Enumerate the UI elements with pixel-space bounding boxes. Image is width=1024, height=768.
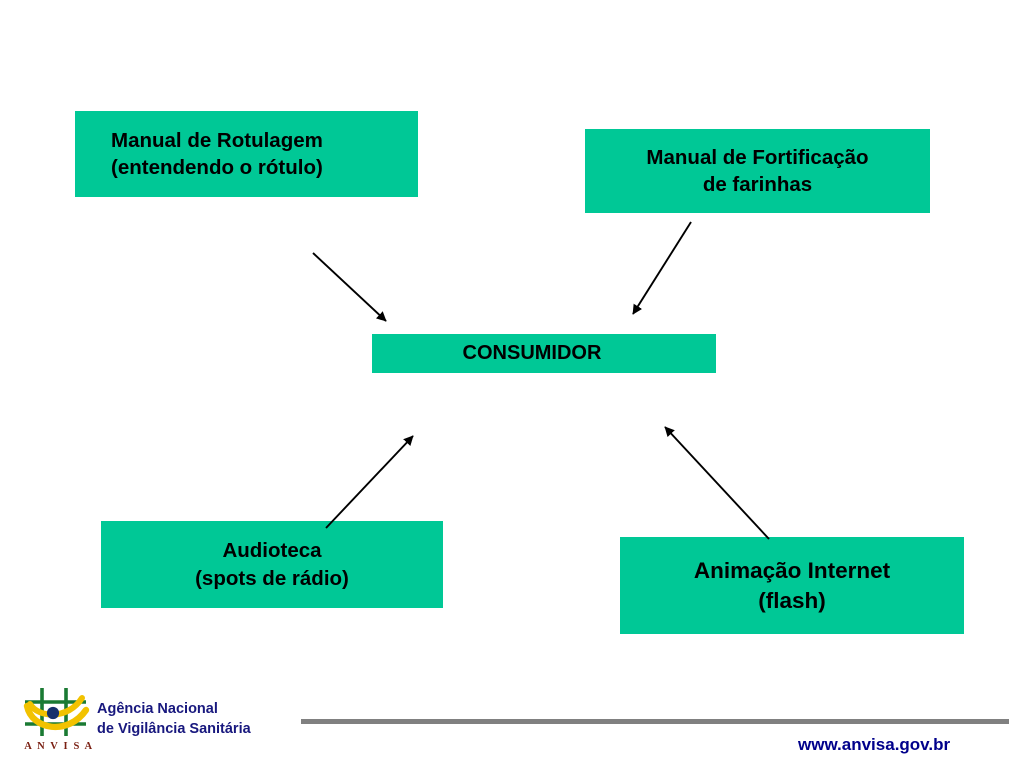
- box-manual-fortificacao-line1: Manual de Fortificação: [646, 145, 869, 169]
- anvisa-logo-wordmark: A N V I S A: [24, 741, 93, 752]
- anvisa-logo-swoosh-icon: [23, 702, 90, 730]
- footer-organization-name: Agência Nacional de Vigilância Sanitária: [97, 700, 251, 739]
- box-animacao-internet[interactable]: Animação Internet (flash): [620, 537, 964, 634]
- arrow-animacao-to-consumidor: [664, 426, 770, 540]
- box-animacao-internet-line1: Animação Internet: [693, 557, 891, 583]
- footer-org-line2: de Vigilância Sanitária: [97, 720, 251, 737]
- box-manual-fortificacao[interactable]: Manual de Fortificação de farinhas: [585, 129, 930, 213]
- box-audioteca[interactable]: Audioteca (spots de rádio): [101, 521, 443, 608]
- box-manual-rotulagem-line1: Manual de Rotulagem: [111, 128, 323, 152]
- arrow-rotulagem-to-consumidor: [312, 252, 387, 322]
- box-audioteca-line2: (spots de rádio): [195, 566, 349, 590]
- box-consumidor-label: CONSUMIDOR: [462, 342, 602, 365]
- arrow-audioteca-to-consumidor: [325, 435, 414, 529]
- anvisa-logo-dot-icon: [46, 706, 60, 720]
- box-consumidor[interactable]: CONSUMIDOR: [372, 334, 716, 373]
- box-animacao-internet-line2: (flash): [758, 587, 826, 613]
- box-manual-rotulagem[interactable]: Manual de Rotulagem (entendendo o rótulo…: [75, 111, 418, 197]
- footer-website-url[interactable]: www.anvisa.gov.br: [798, 735, 951, 754]
- footer-divider: [301, 719, 1009, 724]
- anvisa-logo: A N V I S A: [23, 688, 93, 752]
- box-manual-fortificacao-line2: de farinhas: [702, 173, 813, 196]
- footer-org-line1: Agência Nacional: [97, 701, 218, 717]
- box-manual-rotulagem-line2: (entendendo o rótulo): [111, 156, 323, 179]
- box-audioteca-line1: Audioteca: [222, 539, 322, 563]
- arrow-fortificacao-to-consumidor: [632, 221, 692, 315]
